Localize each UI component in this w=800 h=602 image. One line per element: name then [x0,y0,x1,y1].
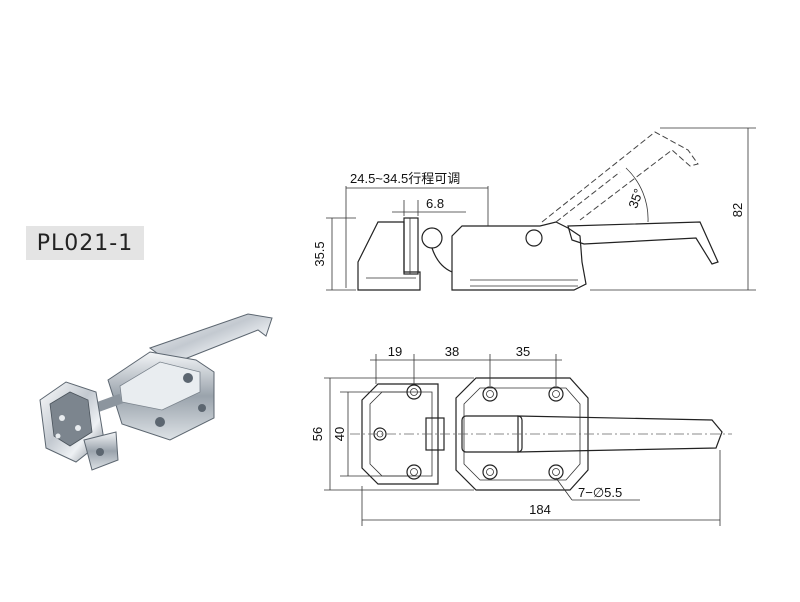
dim-length-text: 184 [529,502,551,517]
dim-angle-text: 35° [625,187,646,211]
dim-total-height-text: 82 [730,203,745,217]
top-view-drawing: 19 38 35 56 40 7−∅5.5 184 [310,344,732,526]
dim-c-text: 35 [516,344,530,359]
side-view-drawing: 35.5 24.5~34.5行程可调 6.8 82 35° [312,127,756,291]
model-label: PL021-1 [26,226,144,260]
dim-outer-height-text: 56 [310,427,325,441]
product-photo [39,313,273,471]
dim-height-text: 35.5 [312,241,327,266]
dim-b-text: 38 [445,344,459,359]
travel-note-text: 24.5~34.5行程可调 [350,171,460,186]
dim-inner-height-text: 40 [332,427,347,441]
dim-a-text: 19 [388,344,402,359]
dim-holes-text: 7−∅5.5 [578,485,622,500]
dim-gap-text: 6.8 [426,196,444,211]
